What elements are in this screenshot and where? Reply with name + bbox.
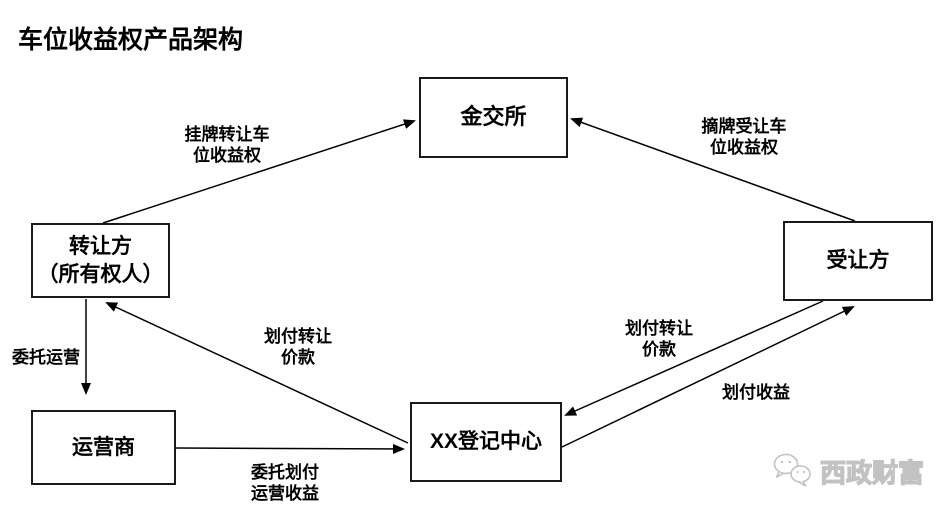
edge-label-delist-accept-line1: 摘牌受让车 [701, 117, 787, 136]
edge-label-pay-price-to-transferor-line2: 价款 [281, 348, 315, 368]
arrow-transferor-to-exchange [102, 119, 416, 224]
node-exchange: 金交所 [419, 77, 568, 158]
node-registry-label: XX登记中心 [429, 430, 542, 454]
diagram-title: 车位收益权产品架构 [18, 26, 244, 54]
edge-label-entrust-pay-operating-revenue-line2: 运营收益 [251, 484, 319, 504]
arrow-registry-to-transferee [561, 306, 855, 448]
edge-label-list-transfer-line1: 挂牌转让车 [184, 125, 270, 144]
node-transferee-label: 受让方 [826, 249, 890, 273]
edge-label-delist-accept-line2: 位收益权 [710, 138, 778, 158]
edge-label-pay-price-to-transferor: 划付转让 价款 [263, 326, 333, 369]
edge-label-pay-revenue: 划付收益 [722, 383, 790, 402]
edge-label-entrust-pay-operating-revenue-line1: 委托划付 [251, 463, 319, 482]
node-transferor-label-line2: （所有权人） [37, 262, 164, 286]
node-transferor: 转让方 （所有权人） [31, 223, 170, 298]
edge-label-list-transfer: 挂牌转让车 位收益权 [183, 124, 271, 167]
edge-label-pay-price-to-transferor-line1: 划付转让 [264, 327, 332, 346]
node-transferee: 受让方 [783, 221, 933, 301]
node-operator: 运营商 [31, 410, 176, 485]
edge-label-delist-accept: 摘牌受让车 位收益权 [700, 116, 788, 159]
edge-label-pay-price-from-transferee-line1: 划付转让 [625, 319, 693, 338]
edge-label-pay-price-from-transferee-line2: 价款 [642, 340, 676, 360]
node-exchange-label: 金交所 [460, 104, 527, 130]
wechat-icon [773, 453, 811, 487]
edge-label-pay-price-from-transferee: 划付转让 价款 [624, 318, 694, 361]
arrow-registry-to-transferor [105, 302, 409, 444]
node-transferor-label-line1: 转让方 [69, 235, 132, 259]
arrow-transferee-to-registry [564, 300, 824, 416]
edge-label-entrust-pay-operating-revenue: 委托划付 运营收益 [250, 462, 320, 505]
edge-label-entrust-operation: 委托运营 [12, 348, 80, 367]
arrow-transferee-to-exchange [570, 117, 856, 222]
node-registry: XX登记中心 [410, 402, 562, 482]
watermark: 西政财富 [772, 452, 925, 490]
arrow-operator-to-registry [175, 443, 405, 454]
edge-label-list-transfer-line2: 位收益权 [193, 146, 261, 166]
watermark-text: 西政财富 [819, 457, 925, 488]
node-operator-label: 运营商 [72, 435, 135, 459]
